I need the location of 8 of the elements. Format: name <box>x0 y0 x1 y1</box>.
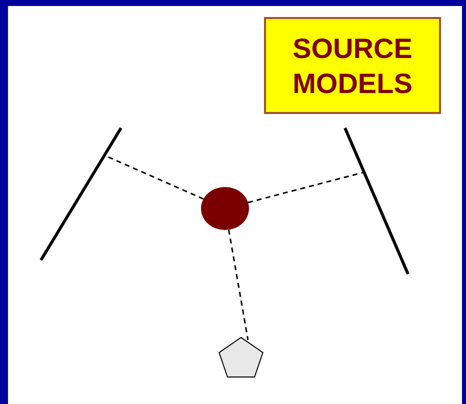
dashed-connector <box>106 155 204 200</box>
dashed-connector <box>228 230 249 340</box>
source-ellipse <box>200 186 250 231</box>
mirror-line <box>342 125 411 277</box>
pentagon-shape <box>216 334 266 380</box>
mirror-line <box>38 125 124 263</box>
dashed-connector <box>248 171 366 204</box>
title-banner: SOURCE MODELS <box>264 17 441 114</box>
